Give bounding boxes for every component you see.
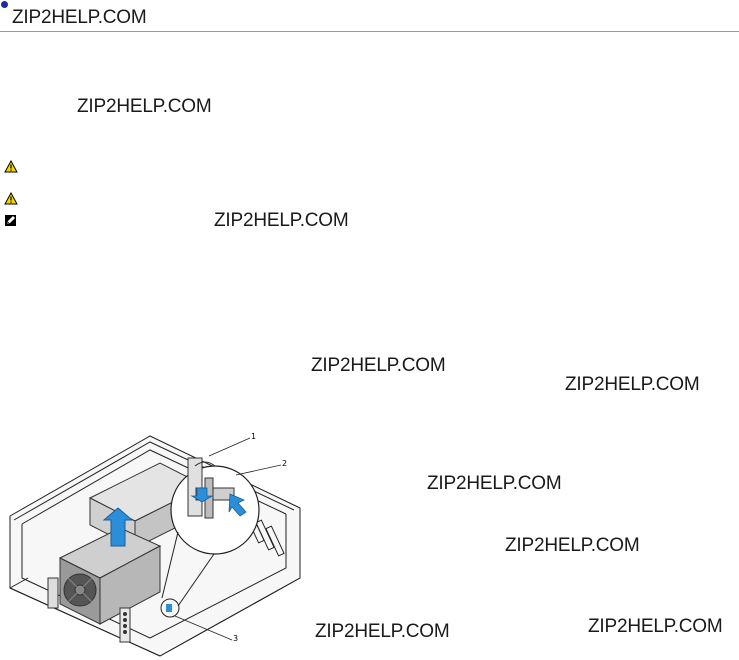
callout-label: 1 bbox=[251, 432, 257, 441]
watermark-text: ZIP2HELP.COM bbox=[77, 96, 212, 117]
caution-icon bbox=[4, 192, 18, 205]
callout-label: 3 bbox=[233, 634, 239, 643]
callout-label: 2 bbox=[282, 459, 288, 468]
header-watermark: ZIP2HELP.COM bbox=[12, 7, 147, 28]
watermark-text: ZIP2HELP.COM bbox=[311, 355, 446, 376]
caution-icon bbox=[4, 160, 18, 173]
watermark-text: ZIP2HELP.COM bbox=[315, 621, 450, 642]
header-divider bbox=[0, 31, 739, 32]
watermark-text: ZIP2HELP.COM bbox=[588, 616, 723, 637]
note-icon bbox=[5, 215, 16, 226]
bullet-icon bbox=[1, 1, 8, 8]
watermark-text: ZIP2HELP.COM bbox=[214, 210, 349, 231]
watermark-text: ZIP2HELP.COM bbox=[565, 374, 700, 395]
watermark-text: ZIP2HELP.COM bbox=[427, 473, 562, 494]
chassis-illustration bbox=[9, 435, 301, 657]
watermark-text: ZIP2HELP.COM bbox=[505, 535, 640, 556]
